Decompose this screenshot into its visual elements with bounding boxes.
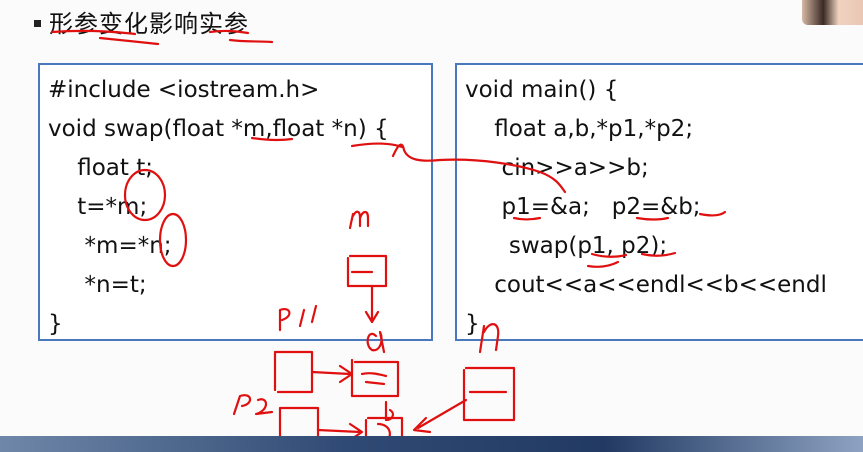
slide-title-text: 形参变化影响实参 [49, 10, 249, 38]
code-line: float a,b,*p1,*p2; [465, 116, 694, 142]
arrow-left [412, 398, 468, 434]
box-a [350, 358, 400, 398]
box-p2 [278, 406, 320, 440]
box-p1 [273, 350, 314, 394]
code-line: void swap(float *m,float *n) { [48, 116, 389, 142]
slide-title: 形参变化影响实参 [34, 4, 249, 39]
main-function-code-box: void main() { float a,b,*p1,*p2; cin>>a>… [455, 63, 863, 341]
code-line: cin>>a>>b; [465, 155, 649, 181]
code-line: t=*m; [48, 194, 148, 220]
code-line: #include <iostream.h> [48, 77, 320, 103]
code-line: } [48, 311, 63, 337]
code-line: void main() { [465, 77, 619, 103]
swap-function-code-box: #include <iostream.h> void swap(float *m… [38, 63, 433, 341]
webcam-thumbnail [802, 0, 863, 25]
bullet-icon [34, 19, 41, 27]
taskbar [0, 436, 863, 452]
code-line: } [465, 311, 480, 337]
code-line: swap(p1, p2); [465, 233, 668, 259]
p2-label [232, 394, 274, 416]
code-line: *m=*n; [48, 233, 172, 259]
code-line: *n=t; [48, 272, 147, 298]
code-line: cout<<a<<endl<<b<<endl [465, 272, 827, 298]
code-line: float t; [48, 155, 153, 181]
code-line: p1=&a; p2=&b; [465, 194, 701, 220]
box-n [462, 366, 516, 422]
arrow-right [310, 364, 354, 384]
b-label [384, 400, 395, 422]
